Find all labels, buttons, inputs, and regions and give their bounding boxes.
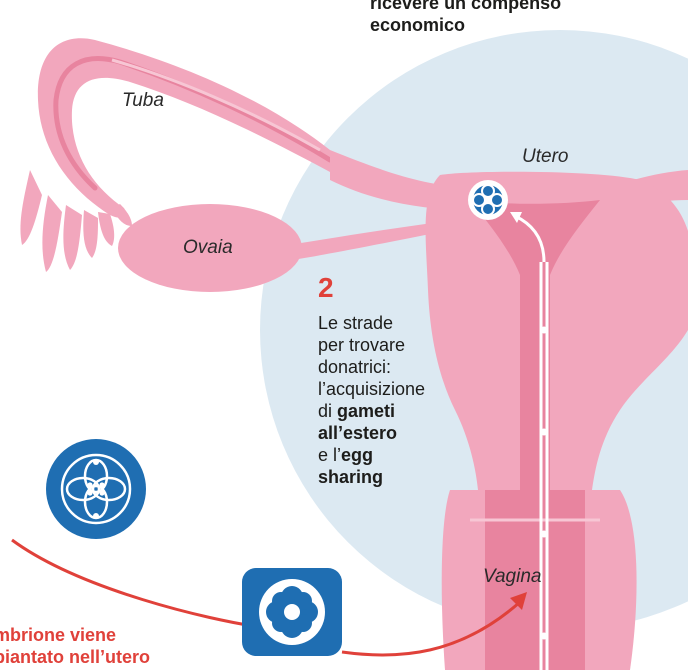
- fallopian-tube-left: [38, 38, 330, 217]
- label-ovaia: Ovaia: [183, 237, 233, 259]
- embryo-caption: mbrione viene piantato nell’utero: [0, 624, 150, 668]
- step-line-5-bold: gameti: [337, 401, 395, 421]
- step-line-5-prefix: di: [318, 401, 337, 421]
- label-utero: Utero: [522, 146, 568, 168]
- step-line-7-prefix: e l’: [318, 445, 341, 465]
- step-line-7-bold: egg: [341, 445, 373, 465]
- step-line-5: di gameti: [318, 400, 478, 422]
- step-text: Le strade per trovare donatrici: l’acqui…: [318, 312, 478, 488]
- step-line-8: sharing: [318, 466, 478, 488]
- step-line-1: Le strade: [318, 312, 478, 334]
- cell-cluster-icon: [242, 568, 342, 656]
- step-line-4: l’acquisizione: [318, 378, 478, 400]
- top-note-line-1: ricevere un compenso: [370, 0, 561, 14]
- embryo-icon: [468, 180, 508, 220]
- step-number: 2: [318, 272, 334, 304]
- step-line-6-bold: all’estero: [318, 423, 397, 443]
- step-line-2: per trovare: [318, 334, 478, 356]
- step-line-3: donatrici:: [318, 356, 478, 378]
- label-tuba: Tuba: [122, 90, 164, 112]
- caption-line-2: piantato nell’utero: [0, 646, 150, 668]
- step-line-7: e l’egg: [318, 444, 478, 466]
- red-arrow: [12, 540, 260, 627]
- blastocyst-icon: [46, 439, 146, 539]
- caption-line-1: mbrione viene: [0, 624, 150, 646]
- top-note-line-2: economico: [370, 14, 561, 36]
- top-note: ricevere un compenso economico: [370, 0, 561, 36]
- step-line-6: all’estero: [318, 422, 478, 444]
- label-vagina: Vagina: [483, 566, 541, 588]
- step-line-8-bold: sharing: [318, 467, 383, 487]
